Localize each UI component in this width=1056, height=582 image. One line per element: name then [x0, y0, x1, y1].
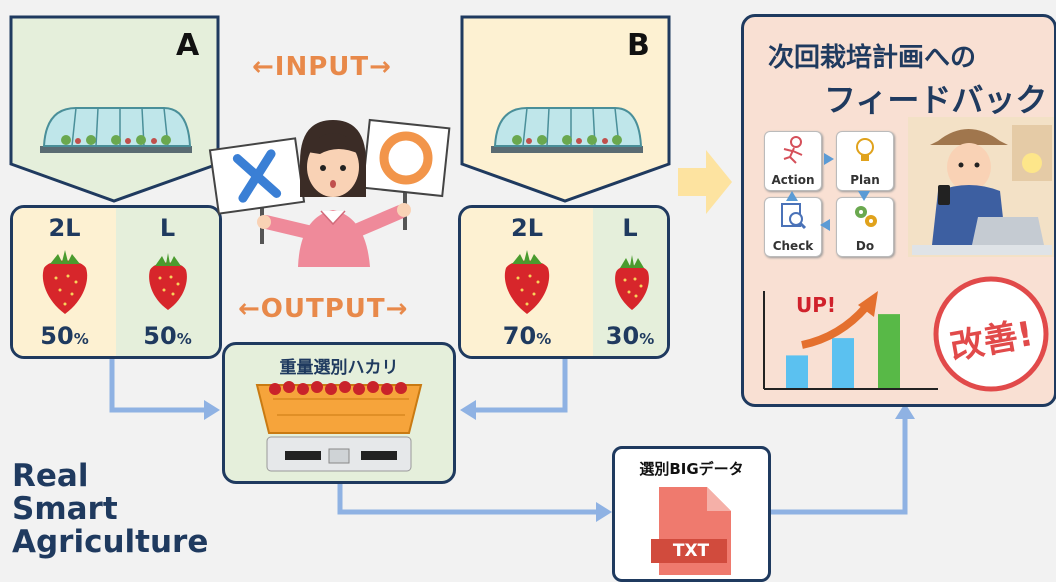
pdca-check-card: Check [764, 197, 822, 257]
farm-b-label: B [627, 28, 650, 63]
chart-bar [878, 314, 900, 389]
percent-l: 50% [143, 322, 192, 350]
pdca-cycle-arrows [786, 153, 870, 231]
big-data-panel: 選別BIGデータ TXT [612, 446, 771, 582]
gears-icon [855, 206, 877, 227]
running-person-icon [783, 136, 803, 164]
file-type-label: TXT [672, 541, 710, 561]
percent-2l: 70% [502, 322, 552, 350]
up-trend-arrow [801, 304, 870, 349]
greenhouse-icon [491, 107, 643, 153]
size-l-label: L [622, 214, 638, 242]
scale-with-strawberries-image [255, 381, 423, 472]
farm-a-panel: A [8, 14, 221, 204]
farm-b-panel: B [459, 14, 672, 204]
txt-file-icon [651, 487, 731, 575]
big-data-title: 選別BIGデータ [639, 460, 744, 478]
chart-bar [832, 338, 854, 389]
pdca-plan-card: Plan [836, 131, 894, 191]
kaizen-badge [933, 276, 1049, 392]
magnifier-document-icon [781, 203, 807, 230]
brand-line-3: Agriculture [12, 524, 209, 560]
brand-title: Real Smart Agriculture [12, 460, 208, 559]
weighing-scale-title: 重量選別ハカリ [279, 358, 399, 378]
size-2l-label: 2L [511, 214, 543, 242]
feedback-title-line1: 次回栽培計画への [768, 43, 977, 73]
farm-a-result-box: 2L 50% L 50% [10, 205, 222, 359]
up-label: UP! [796, 293, 837, 317]
pdca-do-card: Do [836, 197, 894, 257]
greenhouse-icon [40, 107, 192, 153]
strawberry-icon [42, 250, 87, 314]
strawberry-icon [504, 250, 550, 314]
evaluator-girl-illustration [208, 118, 451, 267]
chart-bar [786, 355, 808, 389]
percent-2l: 50% [40, 322, 89, 350]
farm-a-label: A [176, 28, 200, 63]
percent-l: 30% [605, 322, 655, 350]
output-label: ←OUTPUT→ [238, 294, 409, 324]
brand-line-2: Smart [12, 491, 118, 527]
lightbulb-icon [856, 138, 874, 161]
up-trend-arrowhead [858, 291, 878, 317]
size-l-label: L [159, 214, 176, 242]
input-label: ←INPUT→ [252, 52, 392, 82]
farm-b-result-box: 2L 70% L 30% [458, 205, 670, 359]
weighing-scale-panel: 重量選別ハカリ [222, 342, 456, 484]
strawberry-icon [148, 253, 187, 310]
size-2l-label: 2L [48, 214, 81, 242]
pdca-action-card: Action [764, 131, 822, 191]
forward-arrow [678, 150, 732, 214]
improvement-bar-chart [763, 291, 938, 390]
feedback-title-line2: フィードバック [824, 81, 1048, 119]
farmer-with-laptop-illustration [908, 117, 1054, 257]
strawberry-icon [615, 255, 649, 310]
feedback-panel: 次回栽培計画への フィードバック Action Plan Check Do [741, 14, 1056, 407]
brand-line-1: Real [12, 458, 89, 494]
